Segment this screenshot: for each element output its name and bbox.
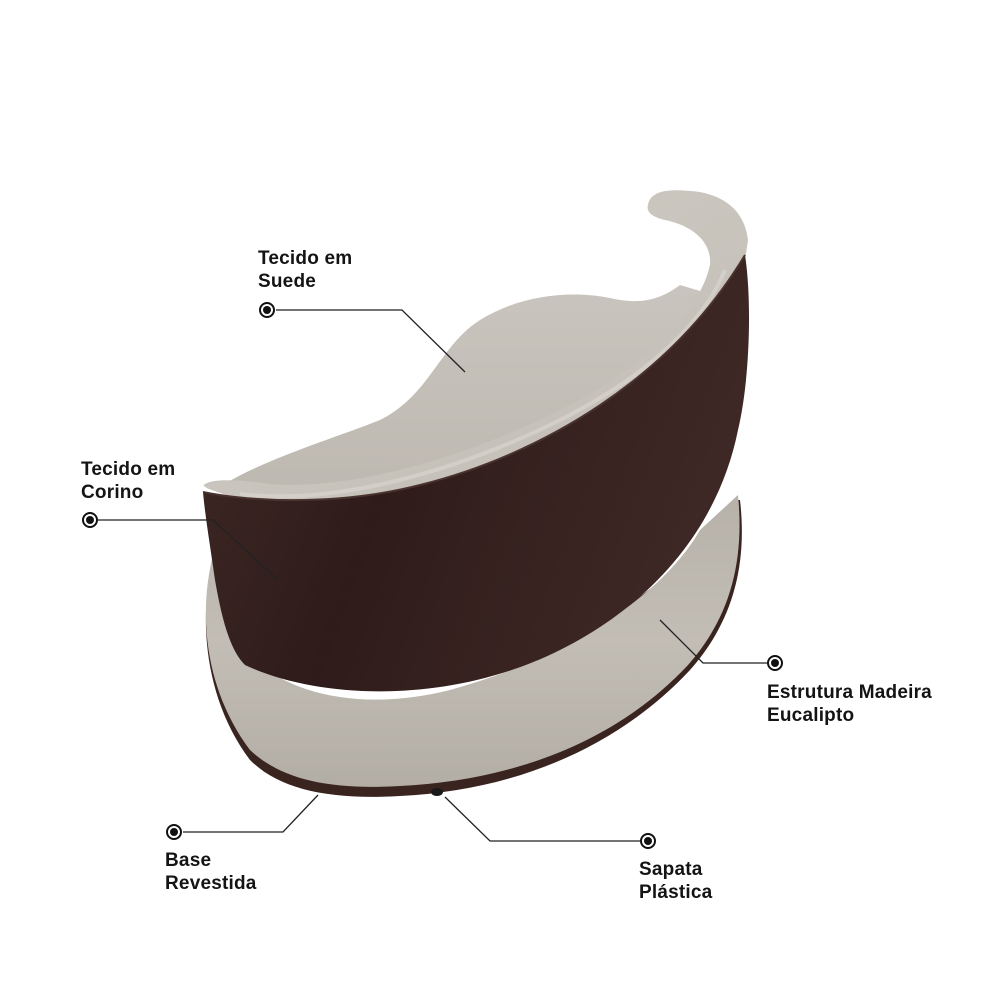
sofa-seat xyxy=(215,285,730,499)
callout-marker-sapata xyxy=(640,833,656,849)
callout-line-estrutura xyxy=(659,619,767,664)
callout-line-base xyxy=(183,794,319,833)
callout-label-suede-line1: Tecido em xyxy=(258,248,353,269)
callout-marker-estrutura xyxy=(767,655,783,671)
plastic-foot xyxy=(431,788,443,796)
callout-label-base-line1: Base xyxy=(165,850,212,871)
callout-marker-suede xyxy=(259,302,275,318)
sofa-base xyxy=(205,495,742,797)
sofa-back-corino xyxy=(202,254,750,692)
callout-line-suede xyxy=(276,309,466,373)
callout-label-base-line2: Revestida xyxy=(165,873,257,894)
callout-line-sapata xyxy=(444,796,640,842)
callout-marker-corino xyxy=(82,512,98,528)
sofa-backrest-top xyxy=(203,190,748,503)
callout-label-suede-line2: Suede xyxy=(258,271,317,292)
callout-label-corino: Tecido em Corino xyxy=(81,458,175,504)
callout-label-sapata-line1: Sapata xyxy=(639,859,703,880)
callout-line-corino xyxy=(98,519,279,581)
callout-label-suede: Tecido em Suede xyxy=(258,247,352,293)
callout-label-corino-line2: Corino xyxy=(81,482,144,503)
callout-label-corino-line1: Tecido em xyxy=(81,459,176,480)
callout-label-base: Base Revestida xyxy=(165,849,257,895)
callout-marker-base xyxy=(166,824,182,840)
callout-label-estrutura: Estrutura Madeira Eucalipto xyxy=(767,681,932,727)
callout-label-sapata-line2: Plástica xyxy=(639,882,713,903)
callout-lines xyxy=(98,309,767,842)
callout-label-estrutura-line1: Estrutura Madeira xyxy=(767,682,932,703)
callout-label-estrutura-line2: Eucalipto xyxy=(767,705,855,726)
callout-label-sapata: Sapata Plástica xyxy=(639,858,712,904)
